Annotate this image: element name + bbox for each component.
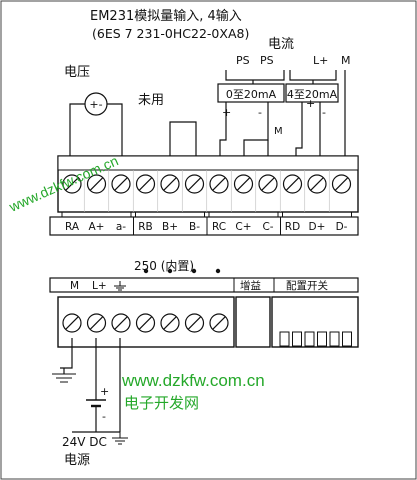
ground-symbol-label — [114, 281, 126, 291]
transmitter-0-20ma — [217, 83, 285, 103]
top-terminal-screw — [135, 174, 156, 194]
top-terminal-screw — [62, 174, 82, 194]
m-label-top: M — [341, 54, 351, 67]
terminal-label: B- — [189, 221, 200, 233]
voltage-wire-right — [107, 103, 123, 170]
dip-switch — [279, 331, 290, 347]
top-terminal-screw — [160, 174, 180, 194]
top-terminal-screws — [62, 170, 352, 212]
gain-label: 增益 — [240, 279, 261, 292]
bottom-terminal-screw — [135, 313, 156, 333]
dip-switches — [279, 331, 352, 347]
internal-resistor-dot — [191, 268, 197, 274]
unused-label: 未用 — [138, 93, 164, 108]
internal-resistor-dot — [215, 268, 221, 274]
box1-minus: - — [258, 106, 262, 119]
terminal-label: C+ — [235, 221, 251, 233]
terminal-label: B+ — [162, 221, 178, 233]
m-mid-label: M — [274, 126, 283, 137]
dip-switch — [317, 331, 327, 347]
top-label-brackets — [61, 212, 352, 235]
top-terminal-screw — [233, 174, 254, 194]
box2-plus: + — [306, 97, 315, 110]
transmitter-4-20ma-label: 4至20mA — [287, 88, 338, 101]
top-terminal-screw — [282, 174, 303, 194]
top-terminal-screw — [111, 174, 131, 194]
terminal-label: RC — [212, 221, 226, 233]
ground-symbol-supply — [112, 432, 128, 445]
terminal-label: RB — [138, 221, 153, 233]
top-terminal-labels: RA A+ a- RB B+ B- RC C+ C- RD D+ D- — [65, 221, 348, 233]
watermark-cn: 电子开发网 — [124, 395, 199, 412]
top-terminal-screw — [86, 174, 107, 194]
ps-label-1: PS — [236, 54, 250, 67]
battery-minus: - — [102, 410, 106, 423]
bottom-terminal-screw — [209, 313, 229, 333]
box1-plus: + — [222, 106, 231, 119]
gain-potentiometer — [235, 296, 271, 348]
voltage-label: 电压 — [64, 65, 90, 80]
voltage-wire-left — [69, 103, 85, 170]
watermark-url: www.dzkfw.com.cn — [121, 371, 265, 390]
c-plus-wire — [219, 102, 227, 170]
battery-plus: + — [100, 385, 109, 398]
terminal-label: D- — [336, 221, 348, 233]
top-terminal-header — [57, 155, 359, 171]
power-supply-label: 电源 — [64, 453, 90, 468]
dip-switch — [329, 331, 340, 347]
terminal-label: D+ — [309, 221, 326, 233]
internal-dots — [143, 268, 221, 274]
title-line1: EM231模拟量输入, 4输入 — [90, 8, 242, 24]
transmitter-4-20ma — [285, 83, 339, 103]
terminal-label: RA — [65, 221, 80, 233]
bottom-terminal-screws — [62, 313, 229, 333]
top-terminal-screw — [331, 174, 352, 194]
lplus-bracket — [289, 70, 337, 81]
dip-switch — [342, 331, 352, 347]
terminal-label: A+ — [89, 221, 105, 233]
internal-resistor-label: 250 (内置) — [134, 259, 194, 273]
transmitter-0-20ma-label: 0至20mA — [226, 88, 277, 101]
terminal-label: C- — [262, 221, 273, 233]
bottom-terminal-screw — [111, 313, 131, 333]
box2-minus: - — [322, 106, 326, 119]
bottom-terminal-screw — [86, 313, 107, 333]
bottom-terminal-screw — [184, 313, 205, 333]
top-terminal-screw — [307, 174, 327, 194]
unused-short-loop — [169, 121, 197, 170]
voltage-source-sign: +- — [89, 98, 102, 111]
bottom-label-strip — [49, 277, 359, 293]
top-terminal-screw — [184, 174, 205, 194]
lplus-label: L+ — [313, 54, 328, 67]
current-label: 电流 — [268, 37, 294, 52]
top-terminal-screw — [258, 174, 278, 194]
bottom-terminal-screw — [160, 313, 180, 333]
ground-symbol-m — [52, 373, 76, 383]
bottom-lplus-label: L+ — [92, 280, 107, 292]
terminal-label: RD — [285, 221, 300, 233]
top-terminal-screw — [209, 174, 229, 194]
config-switch-label: 配置开关 — [286, 279, 328, 292]
c-minus-wire — [243, 102, 269, 170]
dip-switch — [304, 331, 315, 347]
dip-switch — [292, 331, 302, 347]
supply-voltage-label: 24V DC — [62, 435, 107, 449]
internal-resistor-dot — [167, 268, 173, 274]
internal-resistor-dot — [143, 268, 149, 274]
ps-bracket — [225, 70, 285, 81]
bottom-m-label: M — [70, 280, 79, 292]
bottom-terminal-screw — [62, 313, 82, 333]
ps-label-2: PS — [260, 54, 274, 67]
terminal-label: a- — [116, 221, 126, 233]
title-line2: (6ES 7 231-0HC22-0XA8) — [92, 26, 249, 41]
